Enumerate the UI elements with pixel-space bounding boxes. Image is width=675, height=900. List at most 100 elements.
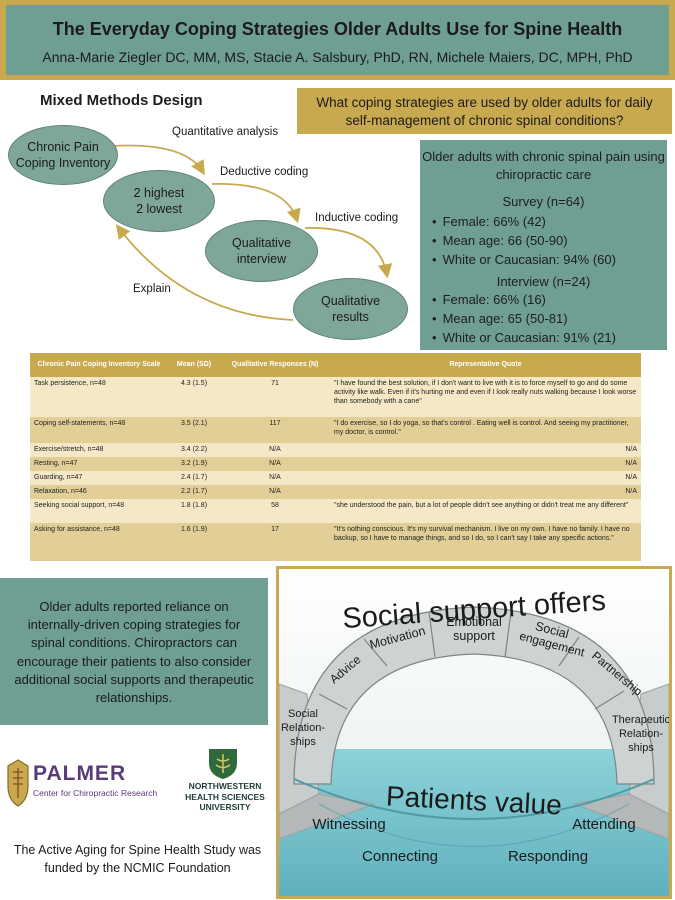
table-cell: 3.2 (1.9) [168,457,220,471]
palmer-crest-icon [7,759,29,807]
node-2-line-1: 2 highest [133,185,185,200]
northwestern-shield-icon [209,749,237,779]
conclusion-box: Older adults reported reliance on intern… [0,578,268,725]
table-cell: 1.8 (1.8) [168,499,220,523]
survey-item: Mean age: 66 (50-90) [432,231,616,250]
interview-item: Female: 66% (16) [432,290,616,309]
value-responding: Responding [508,848,588,865]
survey-list: Female: 66% (42) Mean age: 66 (50-90) Wh… [432,212,616,269]
participants-heading: Older adults with chronic spinal pain us… [422,149,665,182]
methods-arrows [111,144,393,321]
table-cell: 117 [220,417,330,443]
table-row: Coping self-statements, n=48 3.5 (2.1) 1… [30,417,641,443]
node-3-line-1: Qualitative [231,235,292,250]
node-highest-lowest: 2 highest 2 lowest [103,170,215,232]
table-cell: 17 [220,523,330,561]
table-cell: N/A [330,443,641,457]
node-3-line-2: interview [236,252,287,266]
table-cell: 1.6 (1.9) [168,523,220,561]
left-base-label: Social [288,708,318,720]
label-inductive: Inductive coding [315,212,399,224]
survey-title: Survey (n=64) [502,194,585,209]
value-attending: Attending [572,816,635,833]
water-curve [293,778,655,820]
participants-box: Older adults with chronic spinal pain us… [420,140,667,350]
table-row: Exercise/stretch, n=48 3.4 (2.2) N/A N/A [30,443,641,457]
interview-item: White or Caucasian: 91% (21) [432,328,616,347]
results-table: Chronic Pain Coping Inventory Scale Mean… [30,353,641,561]
table-cell: 2.4 (1.7) [168,471,220,485]
table-row: Task persistence, n=48 4.3 (1.5) 71 "I h… [30,377,641,417]
node-2-line-2: 2 lowest [136,202,182,216]
left-pier-top [279,793,376,840]
interview-item: Mean age: 65 (50-81) [432,309,616,328]
table-cell: N/A [220,443,330,457]
left-base-label: ships [290,736,316,748]
table-cell: 3.4 (2.2) [168,443,220,457]
methods-title: Mixed Methods Design [40,92,203,109]
water [279,749,669,896]
table-cell: 3.5 (2.1) [168,417,220,443]
node-4-line-2: results [332,310,369,324]
arrow-quantitative [111,144,205,176]
header-panel: The Everyday Coping Strategies Older Adu… [6,5,669,75]
research-question-box: What coping strategies are used by older… [297,88,672,134]
conclusion-text: Older adults reported reliance on intern… [14,599,254,705]
right-base-label: Relation- [619,728,663,740]
label-quantitative: Quantitative analysis [172,126,279,138]
table-row: Guarding, n=47 2.4 (1.7) N/A N/A [30,471,641,485]
table-cell: Resting, n=47 [30,457,168,471]
left-base-label: Relation- [281,722,325,734]
author-list: Anna-Marie Ziegler DC, MM, MS, Stacie A.… [42,49,633,65]
table-header: Qualitative Responses (N) [220,353,330,377]
table-cell: N/A [220,485,330,499]
table-row: Seeking social support, n=48 1.8 (1.8) 5… [30,499,641,523]
northwestern-line: HEALTH SCIENCES [185,791,265,802]
table-cell: 71 [220,377,330,417]
water-curve [318,803,630,847]
node-1-line-2: Coping Inventory [15,156,111,170]
northwestern-line: UNIVERSITY [199,802,251,813]
table-header-row: Chronic Pain Coping Inventory Scale Mean… [30,353,641,377]
stone-emotional: Emotional [446,615,502,629]
node-qualitative-interview: Qualitative interview [205,220,318,282]
table-cell: Seeking social support, n=48 [30,499,168,523]
table-header: Mean (SD) [168,353,220,377]
funding-statement: The Active Aging for Spine Health Study … [13,843,262,875]
palmer-logo-name: PALMER [33,762,127,785]
table-cell: 2.2 (1.7) [168,485,220,499]
table-cell: Asking for assistance, n=48 [30,523,168,561]
label-deductive: Deductive coding [220,166,309,178]
survey-item: White or Caucasian: 94% (60) [432,250,616,269]
right-base-label: ships [628,742,654,754]
interview-title: Interview (n=24) [496,274,591,289]
stone-support: support [453,629,495,643]
table-header: Chronic Pain Coping Inventory Scale [30,353,168,377]
table-cell: N/A [220,457,330,471]
table-cell: N/A [330,471,641,485]
node-4-line-1: Qualitative [320,293,381,308]
northwestern-line: NORTHWESTERN [188,781,262,791]
node-qualitative-results: Qualitative results [293,278,408,340]
arrow-inductive [304,227,393,279]
table-cell: 58 [220,499,330,523]
survey-item: Female: 66% (42) [432,212,616,231]
value-connecting: Connecting [362,848,438,865]
social-support-bridge: Social support offers Advice Motivation … [279,569,669,896]
right-pier-top [572,793,669,840]
table-cell: Guarding, n=47 [30,471,168,485]
table-row: Asking for assistance, n=48 1.6 (1.9) 17… [30,523,641,561]
interview-list: Female: 66% (16) Mean age: 65 (50-81) Wh… [432,290,616,347]
table-header: Representative Quote [330,353,641,377]
table-row: Resting, n=47 3.2 (1.9) N/A N/A [30,457,641,471]
table-cell: "she understood the pain, but a lot of p… [330,499,641,523]
table-cell: Exercise/stretch, n=48 [30,443,168,457]
arrow-explain [115,224,294,321]
research-question: What coping strategies are used by older… [316,95,653,129]
bridge-arch [293,606,655,785]
table-cell: N/A [220,471,330,485]
value-witnessing: Witnessing [312,816,385,833]
table-row: Relaxation, n=46 2.2 (1.7) N/A N/A [30,485,641,499]
table-cell: N/A [330,485,641,499]
